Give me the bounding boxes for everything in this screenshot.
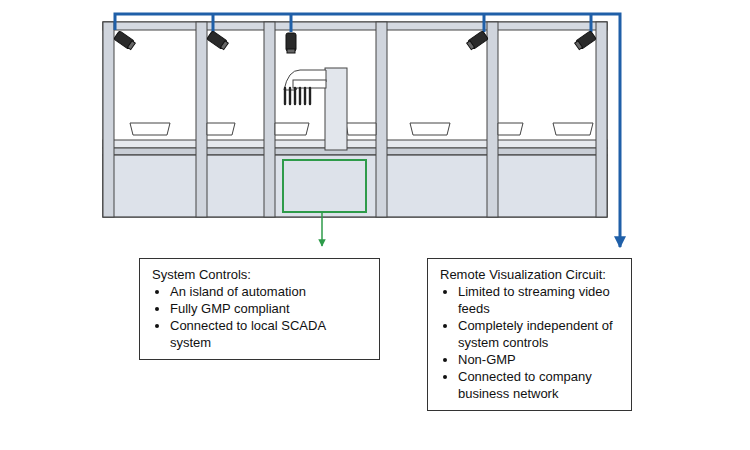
callout-heading: Remote Visualization Circuit: — [440, 266, 621, 283]
bullet-item: Connected to local SCADA system — [170, 317, 369, 351]
callout-box: Remote Visualization Circuit:Limited to … — [427, 258, 632, 411]
bullet-list: Limited to streaming video feedsComplete… — [440, 283, 621, 402]
bullet-list: An island of automationFully GMP complia… — [152, 283, 369, 351]
bullet-item: Completely independent of system control… — [458, 317, 621, 351]
callout-box: System Controls:An island of automationF… — [139, 258, 380, 360]
bullet-item: Non-GMP — [458, 351, 621, 368]
bullet-item: Connected to company business network — [458, 368, 621, 402]
bullet-item: Fully GMP compliant — [170, 300, 369, 317]
bullet-item: An island of automation — [170, 283, 369, 300]
callout-heading: System Controls: — [152, 266, 369, 283]
bullet-item: Limited to streaming video feeds — [458, 283, 621, 317]
